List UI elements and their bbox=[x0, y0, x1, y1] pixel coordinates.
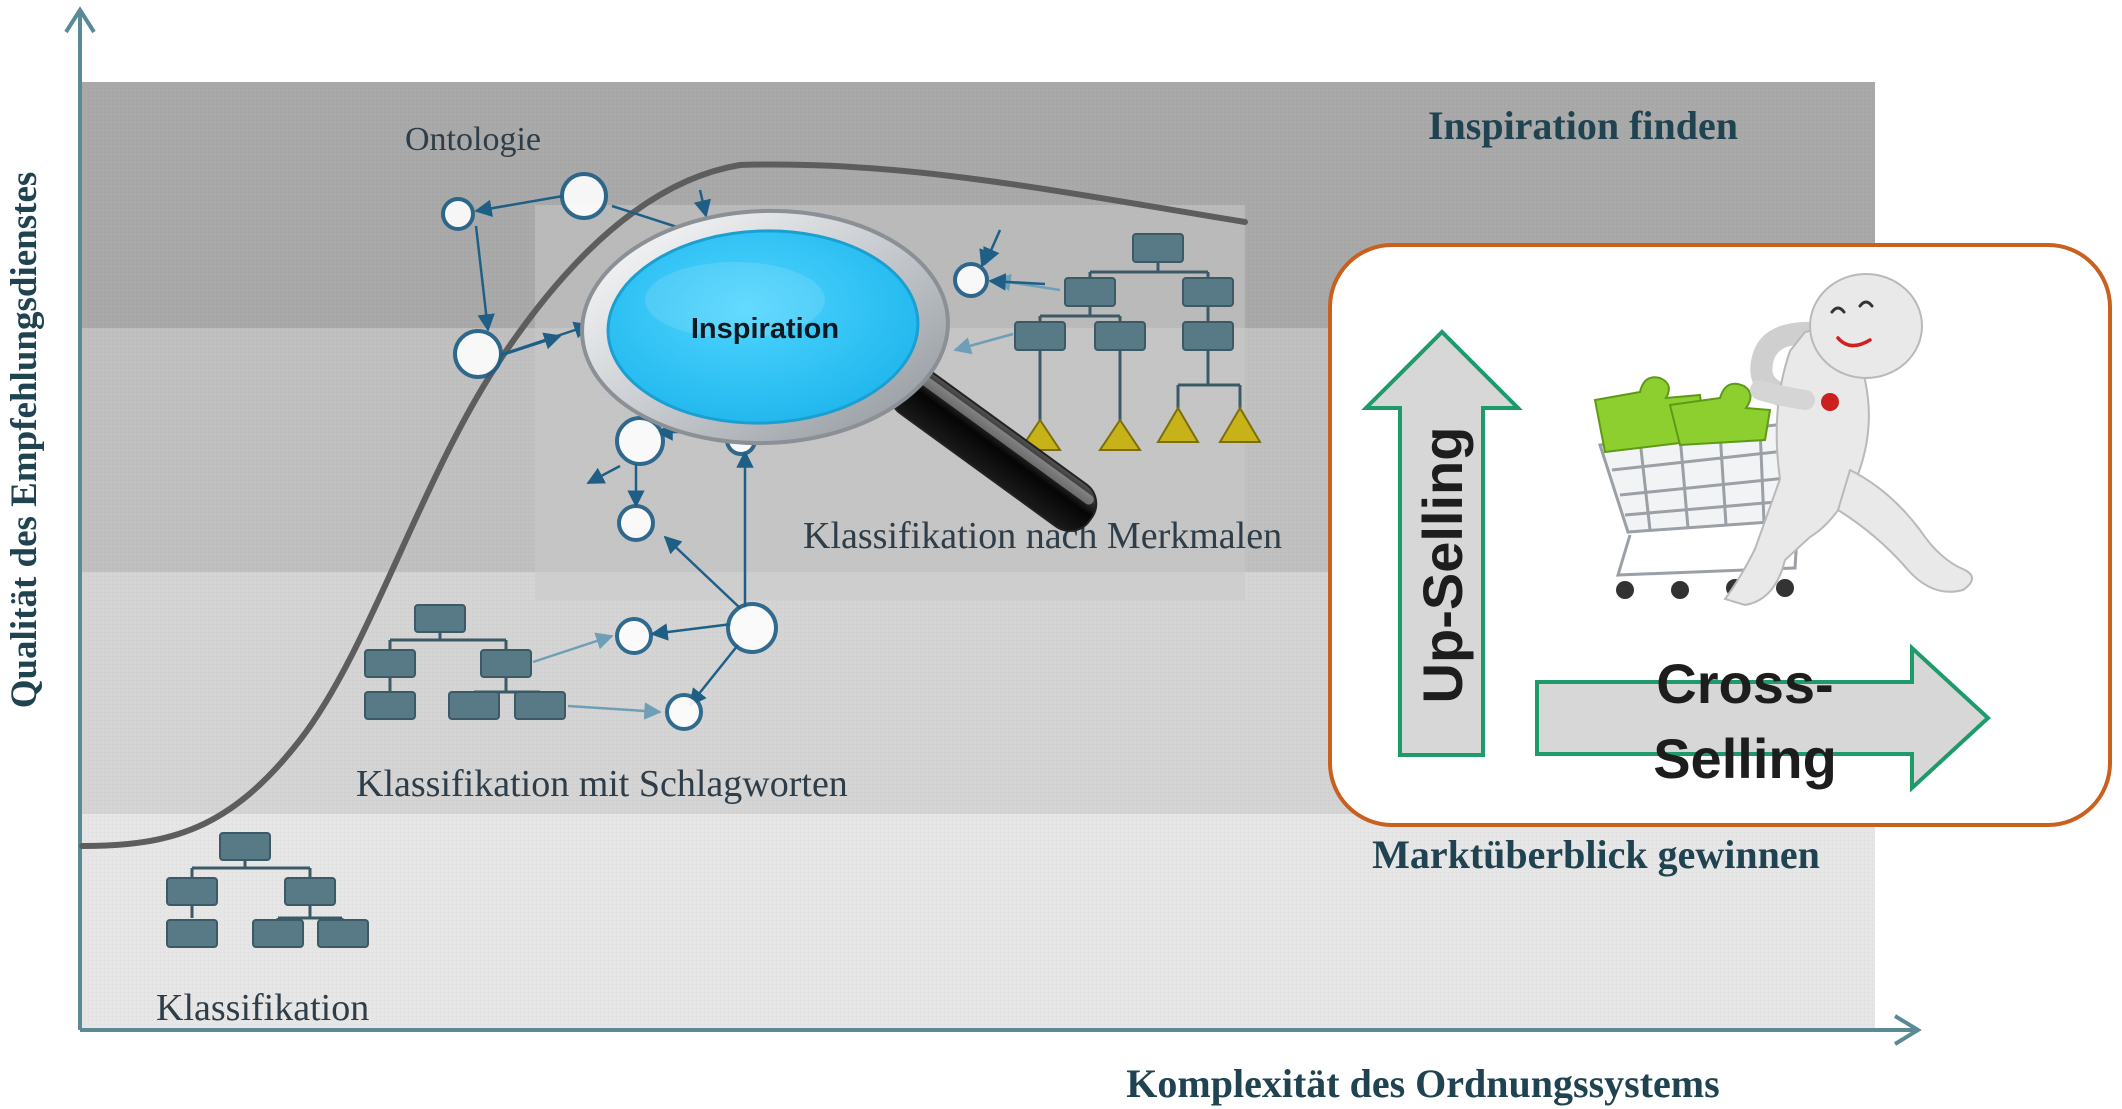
shopping-cart-figure-illustration bbox=[1593, 273, 1973, 607]
y-axis-arrowhead bbox=[64, 6, 96, 34]
puzzle-pieces-icon bbox=[1593, 376, 1772, 454]
label-schlagworte: Klassifikation mit Schlagworten bbox=[356, 763, 848, 805]
up-selling-arrow bbox=[1361, 329, 1523, 757]
x-axis-label: Komplexität des Ordnungssystems bbox=[1126, 1061, 1719, 1106]
magnifier: Inspiration bbox=[580, 208, 1098, 532]
level-label-inspiration: Inspiration finden bbox=[1428, 103, 1738, 148]
axes bbox=[64, 6, 1922, 1046]
cross-selling-arrow bbox=[1535, 643, 1991, 793]
cross-selling-label-line1: Cross- bbox=[1656, 652, 1833, 715]
up-selling-label: Up-Selling bbox=[1411, 427, 1474, 704]
label-ontologie: Ontologie bbox=[405, 121, 541, 158]
magnifier-lens bbox=[606, 229, 920, 425]
y-axis-label: Qualität des Empfehlungsdienstes bbox=[4, 172, 45, 709]
cross-selling-label-line2: Selling bbox=[1653, 727, 1837, 790]
level-label-marktueberblick: Marktüberblick gewinnen bbox=[1372, 832, 1820, 877]
magnifier-label: Inspiration bbox=[691, 313, 839, 345]
tree-icon-merkmale bbox=[1014, 233, 1262, 451]
face-icon bbox=[1830, 300, 1874, 348]
tree-icon-schlagworte bbox=[364, 604, 566, 720]
selling-box: Up-Selling Cross- Selling bbox=[1328, 243, 2112, 827]
quality-curve bbox=[79, 161, 1248, 849]
label-merkmale: Klassifikation nach Merkmalen bbox=[803, 515, 1282, 557]
x-axis-arrowhead bbox=[1893, 1014, 1922, 1046]
tree-icon-klassifikation bbox=[166, 832, 369, 948]
label-klassifikation: Klassifikation bbox=[156, 987, 369, 1029]
